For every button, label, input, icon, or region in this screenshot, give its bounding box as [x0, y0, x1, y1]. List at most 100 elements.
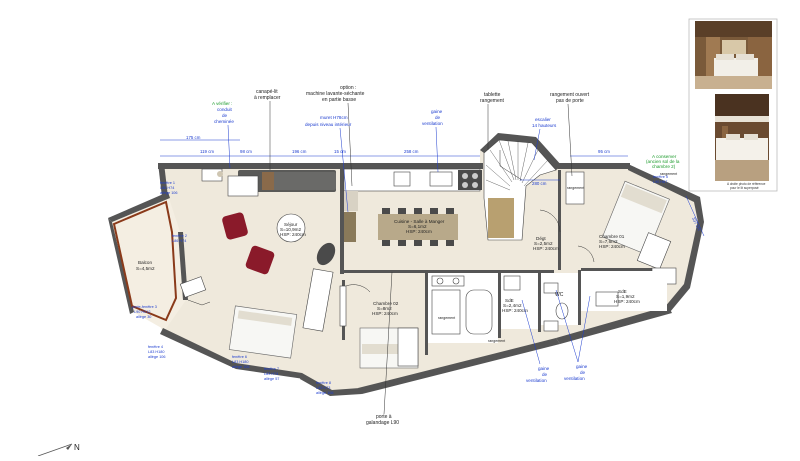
svg-text:de: de	[435, 115, 441, 120]
living-wardrobe	[302, 268, 334, 332]
wall-right-top	[628, 164, 704, 222]
annotation-fenetre7: fenêtre 7 L83 H74 allège 57	[264, 367, 279, 381]
chambre2-wardrobe	[397, 327, 419, 367]
svg-text:allège 106: allège 106	[232, 365, 250, 369]
svg-text:ventilation: ventilation	[526, 378, 547, 383]
compass-needle	[37, 443, 73, 457]
wall-kitchen-divider	[340, 169, 344, 274]
degt-area: S=2,5m2	[534, 241, 553, 246]
sde-shower[interactable]	[503, 275, 521, 291]
svg-text:porte-fenêtre 3: porte-fenêtre 3	[132, 305, 157, 309]
sejour-hsp: HSP: 240cm	[280, 232, 306, 237]
dim-seg4: 15 cm	[334, 149, 346, 154]
chambre1-pillows	[620, 183, 667, 214]
ottoman[interactable]	[313, 240, 339, 269]
rangement-label-3: rangement	[438, 316, 455, 320]
svg-text:gaine: gaine	[431, 109, 443, 114]
wall-wc-divider	[578, 270, 581, 325]
bath-basin-2	[452, 277, 460, 285]
bathtub[interactable]	[465, 289, 493, 335]
svg-text:A conserver: A conserver	[652, 154, 677, 159]
burner-4	[472, 182, 478, 188]
annotation-fenetre2: fenêtre 2 L86 H74	[172, 234, 187, 243]
side-cabinet	[227, 175, 259, 197]
door-swing	[187, 299, 211, 306]
dining-chairs	[382, 208, 454, 246]
svg-text:cheminée: cheminée	[214, 119, 234, 124]
wall-right	[664, 220, 704, 312]
dim-stair: 280 cm	[532, 181, 547, 186]
chambre1-area: S=7,6m2	[599, 239, 618, 244]
armchair-1[interactable]	[221, 212, 248, 241]
wall-left-top	[158, 163, 168, 197]
svg-text:(ancien sol de la: (ancien sol de la	[646, 159, 680, 164]
svg-text:allège 106: allège 106	[316, 391, 334, 395]
annotation-fenetre8: fenêtre 8 L83 H73 allège 106	[316, 381, 334, 395]
svg-text:L86 H74: L86 H74	[172, 239, 186, 243]
dining-table[interactable]	[378, 214, 458, 240]
wc-cabinet	[543, 320, 559, 332]
photo-caption-2: pour le lit superposé	[730, 186, 759, 190]
reference-photo-2[interactable]	[715, 94, 769, 181]
svg-text:rangement ouvert: rangement ouvert	[550, 92, 590, 98]
sejour-name: Séjour	[284, 222, 298, 227]
svg-text:ventilation: ventilation	[422, 121, 443, 126]
toilet[interactable]	[555, 302, 569, 320]
wall-bath-mid	[498, 270, 501, 338]
svg-text:fenêtre 6: fenêtre 6	[232, 355, 247, 359]
wall-top-left	[158, 163, 483, 169]
chambre1-name: Chambre 01	[599, 234, 625, 239]
armchair-2[interactable]	[245, 245, 276, 276]
cooktop[interactable]	[458, 170, 482, 190]
compass: N	[37, 443, 80, 457]
chambre2-pillows	[362, 344, 416, 354]
svg-text:14 hauteurs: 14 hauteurs	[532, 123, 557, 128]
sdb-shower-tray[interactable]	[595, 291, 619, 307]
living-bunk-pillow	[237, 310, 293, 326]
sofa-armrest	[262, 172, 274, 190]
svg-text:allège 57: allège 57	[264, 377, 279, 381]
balcony-area: S=4,5m2	[136, 266, 155, 271]
sdb-hsp: HSP: 240cm	[614, 299, 640, 304]
svg-text:L83 H73: L83 H73	[316, 386, 330, 390]
chambre2-bench	[339, 285, 347, 327]
compass-north: N	[74, 443, 80, 452]
wall-bath-left	[425, 270, 428, 355]
wall-bath-top	[344, 270, 554, 273]
coffee-table[interactable]	[276, 213, 306, 243]
annotation-conduit: A vérifier : conduit de cheminée	[212, 101, 234, 169]
balcony-door-panel	[179, 276, 207, 298]
svg-text:gaine: gaine	[538, 366, 550, 371]
svg-text:fenêtre 1: fenêtre 1	[160, 181, 175, 185]
rangement-label-2: rangement	[488, 339, 505, 343]
photo-caption-1: A droite photo de référence	[727, 182, 766, 186]
dimension-lines	[160, 139, 705, 237]
dim-seg5: 258 cm	[404, 149, 419, 154]
wall-bottom-right	[556, 306, 672, 344]
cuisine-hsp: HSP: 240cm	[406, 229, 432, 234]
svg-text:de: de	[222, 113, 228, 118]
svg-text:pas de porte: pas de porte	[556, 98, 584, 104]
annotation-porte-galandage: porte à galandage L90	[366, 271, 399, 426]
dim-seg1: 119 cm	[200, 149, 214, 154]
dim-seg3: 196 cm	[292, 149, 307, 154]
annotation-tablette: tablette rangement	[480, 92, 505, 150]
kitchen-sink[interactable]	[393, 171, 411, 187]
svg-text:L90 H212: L90 H212	[134, 310, 150, 314]
svg-text:fenêtre 5: fenêtre 5	[653, 175, 668, 179]
svg-text:fenêtre 8: fenêtre 8	[316, 381, 331, 385]
rangement-closet	[565, 171, 585, 205]
annotation-canape: canapé-lit à remplacer	[254, 89, 281, 170]
sde-name: SdE	[505, 298, 514, 303]
wall-sde-divider	[538, 270, 541, 332]
plant-pot	[217, 171, 223, 177]
svg-text:A vérifier :: A vérifier :	[212, 101, 232, 106]
reference-photo-1[interactable]	[695, 21, 772, 89]
svg-text:allège 106: allège 106	[160, 191, 178, 195]
annotation-gaine-b2: gaine de ventilation	[555, 289, 591, 381]
svg-text:chambre 2): chambre 2)	[652, 164, 676, 169]
chambre1-hsp: HSP: 240cm	[599, 244, 625, 249]
svg-text:allège 106: allège 106	[148, 355, 166, 359]
dim-right-side: 337 cm	[691, 216, 702, 231]
